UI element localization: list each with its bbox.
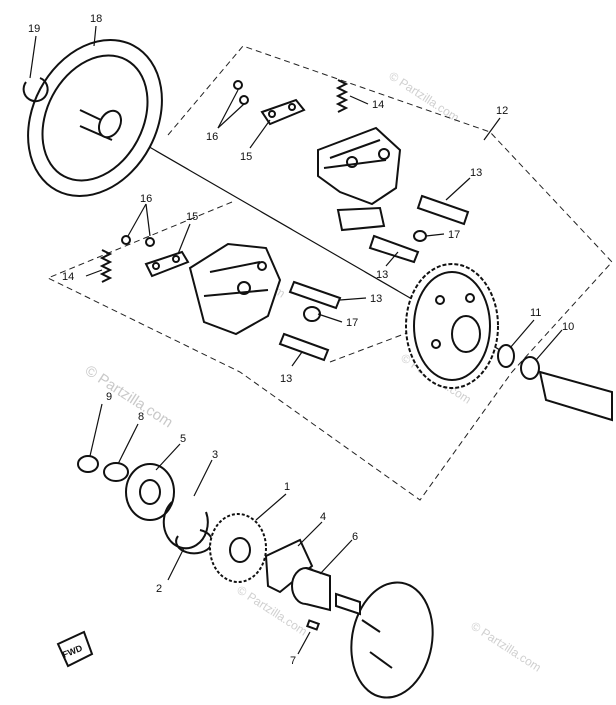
nut-9 [77, 455, 99, 473]
gear-1 [209, 513, 267, 583]
callout-13-lower-b: 13 [280, 373, 292, 385]
link-upper [336, 206, 386, 232]
callout-8: 8 [138, 411, 144, 423]
washer-11 [497, 344, 515, 368]
pin-upper-a [416, 194, 470, 226]
spring-ring-3 [162, 501, 209, 550]
callout-2: 2 [156, 583, 162, 595]
spring-upper [335, 79, 349, 113]
callout-17-lower: 17 [346, 317, 358, 329]
clip-upper-a [233, 80, 243, 90]
collar-upper [413, 230, 427, 242]
key-7 [305, 619, 321, 631]
pin-lower-a [288, 280, 342, 310]
assembly-boundary-mid [329, 327, 421, 363]
clip-upper-b [239, 95, 249, 105]
callout-13-upper-b: 13 [376, 269, 388, 281]
callout-labels: 19 18 12 14 16 15 13 17 13 16 15 14 13 1… [28, 13, 574, 667]
plate-upper [260, 98, 306, 126]
callout-17-upper: 17 [448, 229, 460, 241]
watermark-main: © Partzilla.com [82, 362, 176, 431]
clutch-drum [27, 38, 163, 198]
clip-lower-b [145, 237, 155, 247]
washer-8 [103, 462, 129, 482]
plate-lower [144, 250, 190, 278]
callout-13-upper-a: 13 [470, 167, 482, 179]
collar-lower [303, 306, 321, 322]
callout-16-upper: 16 [206, 131, 218, 143]
primary-driven-gear [405, 263, 499, 389]
output-drum [335, 581, 434, 699]
callout-7: 7 [290, 655, 296, 667]
fwd-arrow-icon: FWD [56, 630, 94, 668]
clutch-shoe-lower [188, 242, 282, 336]
callout-13-lower-a: 13 [370, 293, 382, 305]
callout-14-upper: 14 [372, 99, 384, 111]
callout-10: 10 [562, 321, 574, 333]
nut-10 [520, 356, 540, 380]
ring-2 [175, 529, 214, 555]
callout-16-lower: 16 [140, 193, 152, 205]
crankshaft-end [538, 370, 613, 422]
watermark-bottom-right: © Partzilla.com [468, 619, 543, 675]
callout-5: 5 [180, 433, 186, 445]
pin-lower-b [278, 332, 330, 362]
callout-12: 12 [496, 105, 508, 117]
callout-3: 3 [212, 449, 218, 461]
spring-lower [99, 249, 113, 283]
callout-1: 1 [284, 481, 290, 493]
clutch-shoe-upper [317, 126, 402, 206]
leader-lines [29, 25, 563, 655]
circlip-19 [22, 77, 49, 103]
callout-18: 18 [90, 13, 102, 25]
callout-15-upper: 15 [240, 151, 252, 163]
pin-upper-b [368, 234, 420, 264]
callout-11: 11 [530, 307, 541, 319]
hub-5 [125, 463, 175, 521]
callout-9: 9 [106, 391, 112, 403]
callout-15-lower: 15 [186, 211, 198, 223]
collar-6 [291, 567, 331, 612]
callout-14-lower: 14 [62, 271, 74, 283]
watermark-top: © Partzilla.com [386, 69, 461, 125]
callout-19: 19 [28, 23, 40, 35]
assembly-boundary-upper [167, 45, 613, 373]
clip-lower-a [121, 235, 131, 245]
callout-4: 4 [320, 511, 326, 523]
callout-6: 6 [352, 531, 358, 543]
